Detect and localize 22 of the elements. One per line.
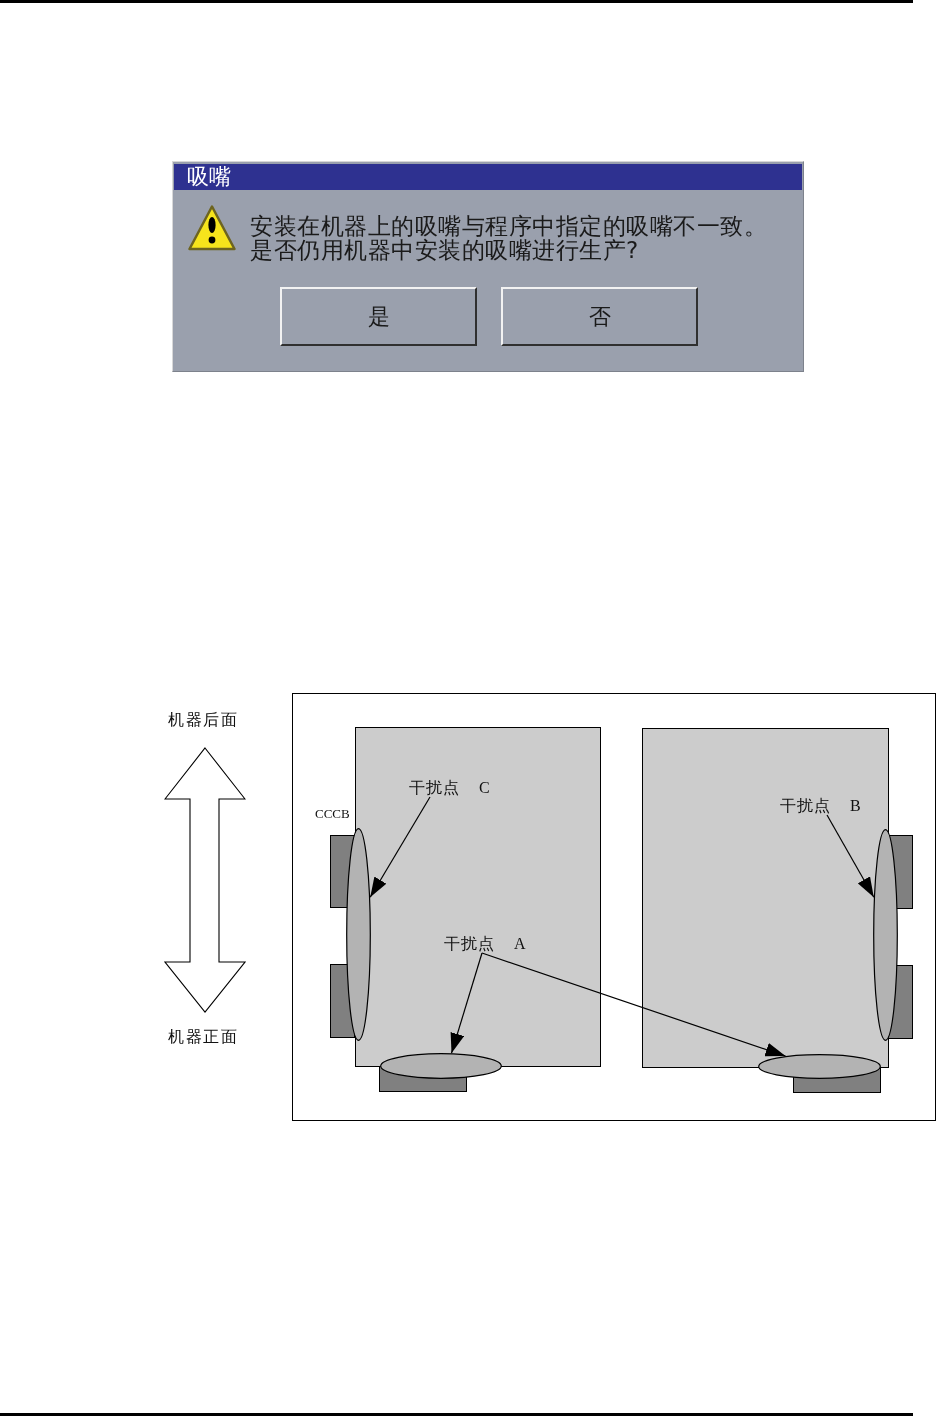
panel	[642, 728, 889, 1068]
leader-arrow	[481, 952, 787, 1057]
direction-label: 机器正面	[168, 1028, 238, 1046]
nozzle	[873, 829, 913, 1041]
nozzle	[758, 1054, 881, 1093]
figure-frame	[292, 693, 936, 1121]
nozzle	[379, 1053, 502, 1092]
direction-label: 机器后面	[168, 711, 238, 729]
panel	[355, 727, 601, 1067]
title-bar: 吸嘴	[174, 164, 802, 190]
dialog-window	[172, 161, 804, 372]
message-text: 安装在机器上的吸嘴与程序中指定的吸嘴不一致。是否仍用机器中安装的吸嘴进行生产?	[250, 214, 768, 262]
point-label: 干扰点 B	[780, 797, 862, 815]
leader-arrow	[369, 796, 431, 898]
point-label: 干扰点 C	[409, 779, 491, 797]
leader-arrow	[450, 952, 483, 1054]
part-label: CCCB	[315, 806, 350, 821]
dialog-button: 否	[501, 287, 698, 346]
leader-arrow	[826, 814, 875, 898]
point-label: 干扰点 A	[444, 935, 527, 953]
nozzle	[330, 828, 371, 1041]
dialog-button: 是	[280, 287, 477, 346]
